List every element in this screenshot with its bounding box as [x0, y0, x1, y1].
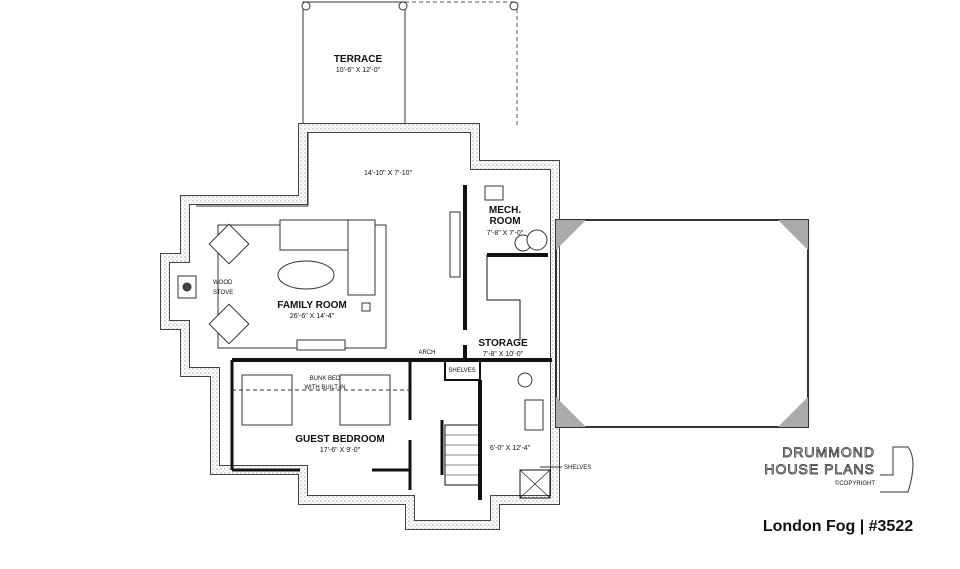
- wood-stove-label: WOOD: [213, 280, 233, 286]
- interior-walls: [230, 185, 552, 500]
- family-room-dims: 26'-6" X 14'-4": [290, 313, 335, 320]
- terrace-label: TERRACE: [334, 54, 383, 65]
- bunk-bed-label: BUNK BED: [310, 376, 341, 382]
- guest-bedroom-label: GUEST BEDROOM: [295, 434, 384, 445]
- furniture: [177, 185, 548, 431]
- drummond-logo: DRUMMOND HOUSE PLANS ©COPYRIGHT London F…: [763, 444, 914, 535]
- storage-label: STORAGE: [478, 338, 528, 349]
- terrace: TERRACE 10'-6" X 12'-0": [301, 1, 519, 129]
- upper-room-dims: 14'-10" X 7'-10": [364, 170, 413, 177]
- wood-stove-label-2: STOVE: [213, 290, 233, 296]
- copyright: ©COPYRIGHT: [835, 480, 875, 487]
- arch-label: ARCH: [418, 350, 435, 356]
- logo-line-1: DRUMMOND: [782, 444, 875, 460]
- guest-bedroom-dims: 17'-6" X 9'-0": [320, 447, 361, 454]
- shelves-callout: SHELVES: [564, 465, 591, 471]
- logo-line-2: HOUSE PLANS: [764, 461, 875, 477]
- mech-room-dims: 7'-8" X 7'-0": [487, 230, 524, 237]
- family-room-label: FAMILY ROOM: [277, 300, 346, 311]
- plan-title: London Fog | #3522: [763, 518, 913, 535]
- mech-room-label-2: ROOM: [489, 216, 520, 227]
- storage-dims: 7'-8" X 10'-0": [483, 351, 524, 358]
- mech-room-label: MECH.: [489, 205, 521, 216]
- shelves-label: SHELVES: [448, 368, 475, 374]
- terrace-dims: 10'-6" X 12'-0": [336, 67, 381, 74]
- bathroom-dims: 6'-0" X 12'-4": [490, 445, 531, 452]
- bunk-bed-label-2: WITH BUILT-IN: [304, 385, 345, 391]
- garage-slab: [555, 219, 809, 428]
